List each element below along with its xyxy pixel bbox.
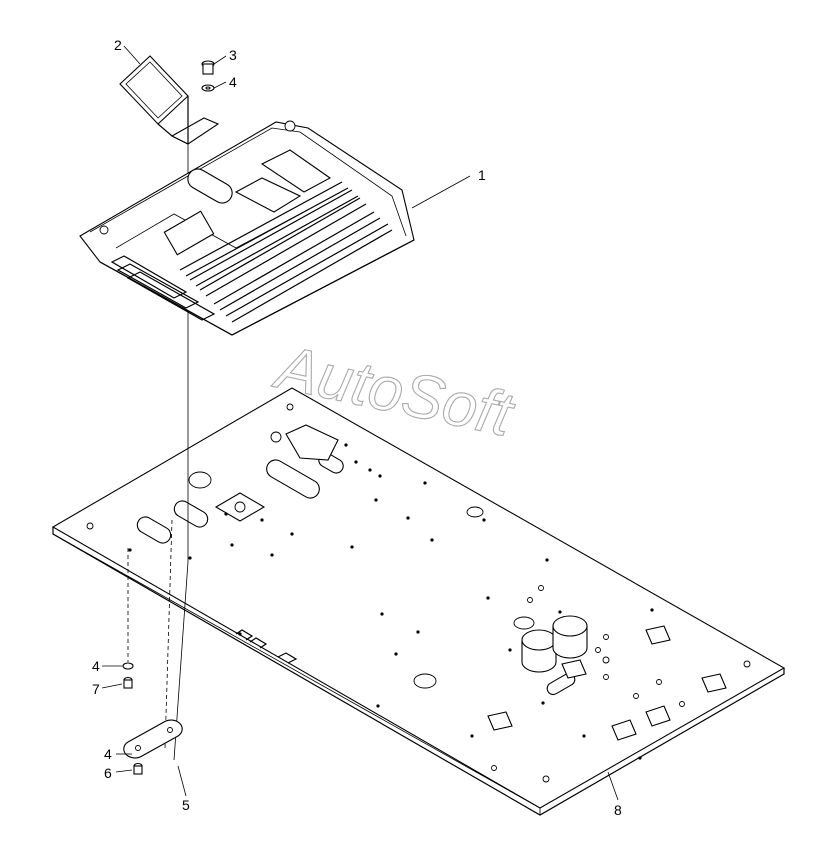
pad-bracket bbox=[119, 55, 220, 145]
callout-8: 8 bbox=[614, 802, 622, 818]
top-bolt bbox=[201, 60, 215, 92]
callout-labels: 1 2 3 4 4 7 4 6 5 8 bbox=[92, 37, 622, 818]
callout-5: 5 bbox=[182, 797, 190, 813]
lower-hardware bbox=[122, 662, 183, 775]
callout-7: 7 bbox=[92, 681, 100, 697]
callout-3: 3 bbox=[229, 47, 237, 63]
plate-brackets bbox=[487, 625, 727, 741]
cylinder-bosses bbox=[521, 615, 588, 673]
plate-holes bbox=[86, 403, 751, 783]
cover-panel bbox=[79, 120, 415, 336]
callout-1: 1 bbox=[478, 167, 486, 183]
callout-4-mid: 4 bbox=[92, 658, 100, 674]
callout-2: 2 bbox=[114, 37, 122, 53]
callout-6: 6 bbox=[104, 765, 112, 781]
callout-4-low: 4 bbox=[104, 746, 112, 762]
callout-4-top: 4 bbox=[229, 74, 237, 90]
callout-leaders bbox=[101, 45, 619, 801]
cooling-ribs bbox=[110, 181, 393, 323]
base-plate bbox=[51, 387, 786, 816]
